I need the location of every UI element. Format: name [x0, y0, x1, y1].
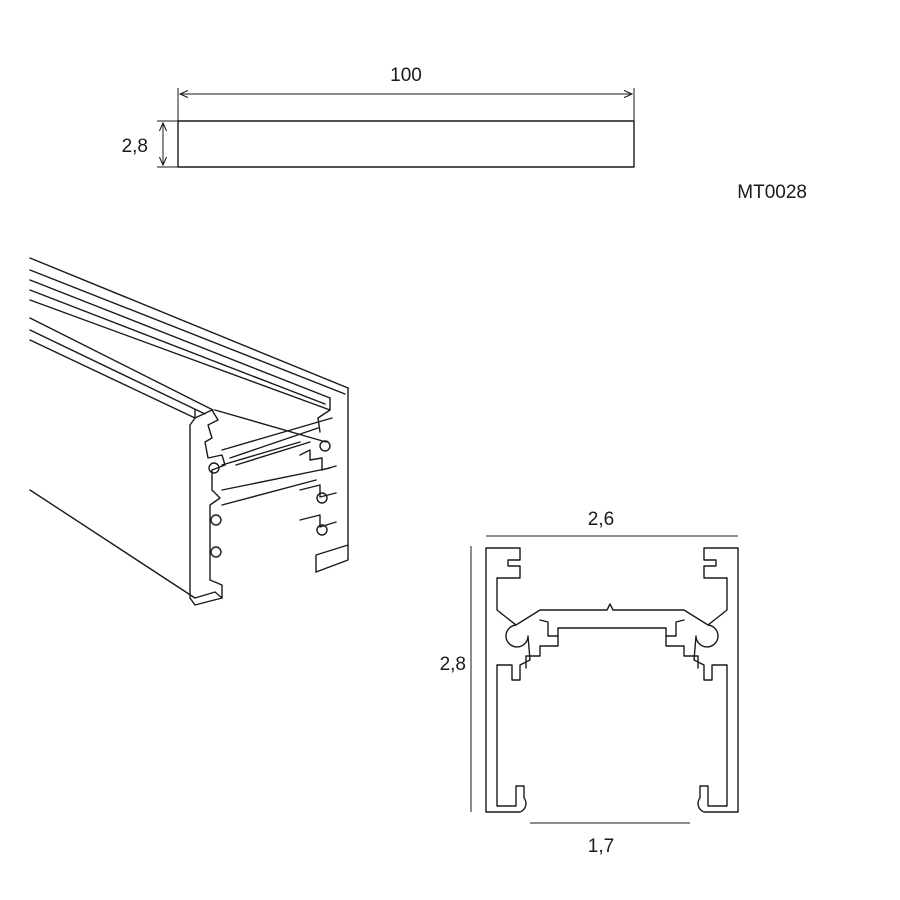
opening-label: 1,7: [588, 836, 614, 857]
section-top-bridge: [515, 603, 709, 637]
iso-top-edges: [29, 257, 349, 415]
section-inner-steps: [525, 635, 699, 669]
section-left-wall: [485, 547, 531, 813]
side-view: 100 2,8: [122, 65, 635, 168]
section-right-wall: [693, 547, 739, 813]
width-label: 2,6: [588, 509, 614, 530]
isometric-view: [29, 257, 349, 606]
iso-slot-steps: [299, 449, 337, 528]
iso-channel-lines: [214, 397, 333, 506]
side-height-label: 2,8: [122, 136, 148, 157]
product-code: MT0028: [737, 182, 807, 203]
length-label: 100: [390, 65, 422, 86]
iso-end-face: [189, 387, 349, 606]
iso-bottom-lip: [194, 544, 349, 599]
section-height-label: 2,8: [440, 654, 466, 675]
iso-side-face: [29, 339, 196, 599]
side-view-profile-outline: [177, 120, 635, 168]
cross-section: 2,6 2,8 1,7: [440, 509, 739, 857]
iso-channel-circles: [208, 440, 331, 558]
